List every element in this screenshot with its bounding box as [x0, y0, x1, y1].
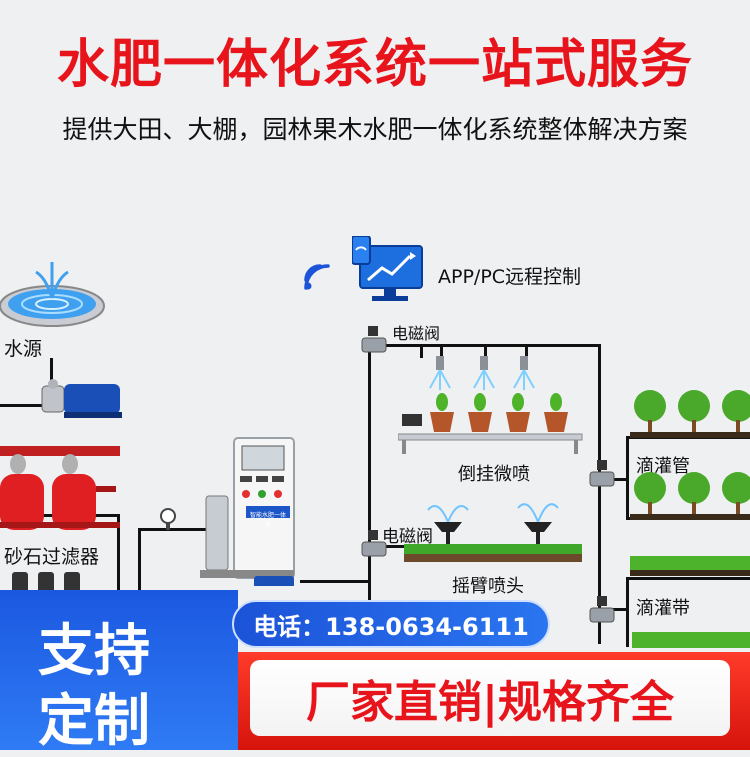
water-pump-icon	[41, 379, 122, 418]
bottom-banner: 厂家直销|规格齐全	[238, 652, 750, 750]
drip-tape-label: 滴灌带	[636, 598, 690, 619]
remote-control-label: APP/PC远程控制	[438, 266, 582, 288]
bottom-banner-text: 厂家直销|规格齐全	[250, 660, 730, 736]
solenoid-valve-label-middle: 电磁阀	[382, 527, 433, 547]
fruit-trees-row-1-icon	[630, 390, 750, 438]
page-subtitle: 提供大田、大棚，园林果木水肥一体化系统整体解决方案	[62, 115, 688, 144]
water-source-label: 水源	[4, 338, 43, 360]
fertilizer-tanks-icon	[12, 572, 80, 594]
monitor-icon	[352, 236, 423, 301]
phone-banner: 电话：138-0634-6111	[232, 600, 550, 648]
grass-row-1-icon	[630, 556, 750, 576]
machine-label: 智能水肥一体机	[249, 512, 286, 528]
solenoid-valve-label-top: 电磁阀	[392, 324, 441, 343]
potted-plants-icon	[398, 393, 583, 454]
rocker-sprinkler-label: 摇臂喷头	[452, 576, 524, 597]
sand-filter-icon	[0, 446, 120, 530]
hanging-spray-label: 倒挂微喷	[458, 464, 530, 485]
rocker-sprinkler-icon	[404, 503, 582, 562]
page-title: 水肥一体化系统一站式服务	[56, 35, 693, 95]
fruit-trees-row-2-icon	[630, 472, 750, 520]
wifi-icon	[304, 264, 330, 290]
solenoid-valve-right-1-icon	[589, 460, 615, 487]
custom-support-box: 支持 定制	[0, 590, 238, 754]
sand-filter-label: 砂石过滤器	[4, 546, 100, 568]
fertigation-machine-icon	[200, 437, 295, 586]
custom-support-line2: 定制	[38, 689, 150, 754]
solenoid-valve-top-icon	[361, 326, 387, 353]
drip-pipe-label: 滴灌管	[636, 456, 690, 477]
solenoid-valve-right-2-icon	[589, 596, 615, 623]
pressure-gauge-icon	[160, 508, 176, 530]
custom-support-line1: 支持	[38, 619, 150, 684]
solenoid-valve-middle-icon	[361, 530, 387, 557]
water-source-icon	[0, 262, 105, 327]
hanging-spray-nozzles-icon	[429, 356, 535, 390]
grass-row-2-icon	[632, 632, 750, 648]
